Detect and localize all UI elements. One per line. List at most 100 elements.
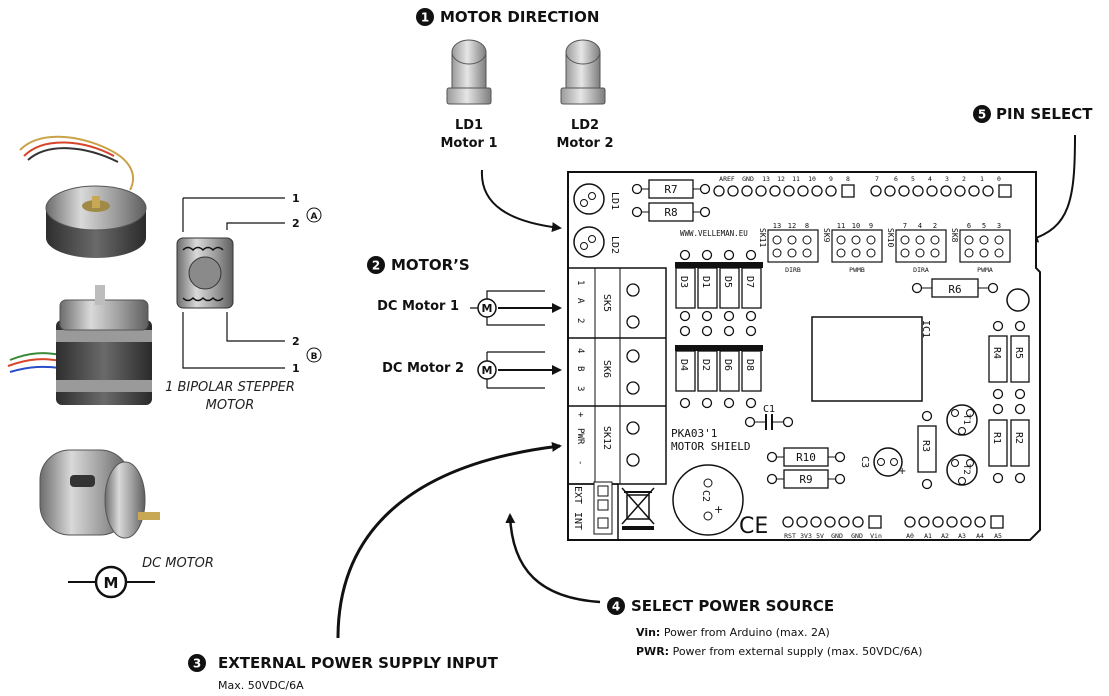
arrow-pin-select xyxy=(1028,134,1076,243)
stepper-wire-label: 2 xyxy=(292,217,300,230)
board-resistor-r9 xyxy=(766,469,846,489)
pcb-jumper-pin-label: 9 xyxy=(869,222,873,230)
pcb-header-pin-label: 11 xyxy=(792,175,800,183)
dc-motor-1-label: DC Motor 1 xyxy=(377,299,459,314)
board-capacitor-c3: + xyxy=(873,447,906,477)
pcb-header-pin-label: 5 xyxy=(911,175,915,183)
board-diodes-bottom xyxy=(675,345,763,409)
dc-motor-2-symbol: M xyxy=(477,351,562,389)
svg-text:5: 5 xyxy=(978,108,986,122)
board-resistor-r8 xyxy=(631,202,711,222)
board-resistors-r4-r5 xyxy=(988,320,1030,415)
pcb-sk6-label: SK6 xyxy=(601,360,612,378)
svg-text:MOTOR DIRECTION: MOTOR DIRECTION xyxy=(440,8,599,26)
pcb-int-label: INT xyxy=(572,512,583,530)
pcb-jumper-pin-label: 3 xyxy=(997,222,1001,230)
terminal-sk6 xyxy=(626,349,640,395)
pcb-diode-label: D5 xyxy=(722,276,733,288)
pcb-jumper-pin-label: 8 xyxy=(805,222,809,230)
pcb-ext-label: EXT xyxy=(572,486,583,504)
pcb-sk8-label: SK8 xyxy=(950,228,959,243)
led-ld2-motor: Motor 2 xyxy=(557,136,614,151)
pcb-header-pin-label: 9 xyxy=(829,175,833,183)
pcb-diode-label: D2 xyxy=(700,359,711,371)
board-led-ld2 xyxy=(573,226,605,258)
pcb-model-line2: MOTOR SHIELD xyxy=(671,440,750,453)
jumper-group-dirb xyxy=(767,229,819,263)
pcb-ic1-label: IC1 xyxy=(920,320,931,338)
jumper-group-pwmb xyxy=(831,229,883,263)
arrow-select-power xyxy=(505,513,601,604)
pcb-dira-label: DIRA xyxy=(913,266,929,274)
svg-text:A: A xyxy=(311,212,318,222)
board-resistor-r7 xyxy=(631,179,711,199)
pcb-model-line1: PKA03'1 xyxy=(671,427,717,440)
stepper-wire-label: 1 xyxy=(292,192,300,205)
board-transistor-t2 xyxy=(946,454,978,486)
pcb-header-pin-label: 1 xyxy=(980,175,984,183)
pcb-diode-label: D8 xyxy=(744,359,755,371)
heading-motor-direction: 1 MOTOR DIRECTION xyxy=(416,8,599,26)
board-header-top-left xyxy=(713,184,855,198)
dc-motor-1-symbol: M xyxy=(470,290,562,326)
pcb-terminal-side-label: + xyxy=(575,412,585,418)
pcb-jumper-pin-label: 2 xyxy=(933,222,937,230)
pcb-diode-label: D4 xyxy=(678,359,689,371)
svg-text:EXTERNAL POWER SUPPLY INPUT: EXTERNAL POWER SUPPLY INPUT xyxy=(218,654,499,672)
board-resistor-r6 xyxy=(911,278,1030,312)
board-diodes-top xyxy=(675,249,763,337)
terminal-sk12 xyxy=(626,421,640,467)
stepper-wire-label: 1 xyxy=(292,362,300,375)
ext-power-sub: Max. 50VDC/6A xyxy=(218,679,304,692)
vin-note: Vin: Power from Arduino (max. 2A) xyxy=(636,626,830,639)
pcb-header-pin-label: 4 xyxy=(928,175,932,183)
svg-text:1: 1 xyxy=(421,11,429,25)
led-ld1-label: LD1 xyxy=(455,118,483,133)
pcb-header-pin-label: A2 xyxy=(941,532,949,540)
board-header-bottom-left xyxy=(782,515,882,529)
pcb-sk11-label: SK11 xyxy=(758,228,767,247)
pcb-pwmb-label: PWMB xyxy=(849,266,865,274)
pcb-r1-label: R1 xyxy=(991,432,1002,444)
stepper-schematic xyxy=(176,197,285,369)
pcb-r8-label: R8 xyxy=(664,206,677,219)
board-resistor-r3 xyxy=(917,410,937,490)
heading-select-power: 4 SELECT POWER SOURCE xyxy=(607,597,834,615)
pcb-sk10-label: SK10 xyxy=(886,228,895,247)
arrow-led-to-board xyxy=(480,169,562,233)
pcb-header-pin-label: 7 xyxy=(875,175,879,183)
led-ld2-label: LD2 xyxy=(571,118,599,133)
pcb-terminal-side-label: B xyxy=(575,366,585,371)
pcb-header-pin-label: 8 xyxy=(846,175,850,183)
pcb-r5-label: R5 xyxy=(1013,347,1024,359)
pcb-ld2-label: LD2 xyxy=(609,236,620,254)
pcb-terminal-side-label: - xyxy=(575,460,585,465)
pcb-r6-label: R6 xyxy=(948,283,961,296)
pcb-header-pin-label: 10 xyxy=(808,175,816,183)
heading-ext-power: 3 EXTERNAL POWER SUPPLY INPUT xyxy=(188,654,499,672)
pcb-header-pin-label: Vin xyxy=(870,532,882,540)
svg-text:M: M xyxy=(482,364,493,377)
pcb-dirb-label: DIRB xyxy=(785,266,801,274)
pcb-sk12-label: SK12 xyxy=(601,426,612,450)
pcb-terminal-side-label: 3 xyxy=(575,386,585,391)
pcb-header-pin-label: GND xyxy=(831,532,843,540)
stepper-caption: MOTOR xyxy=(206,398,255,413)
heading-pin-select: 5 PIN SELECT xyxy=(973,105,1093,123)
pcb-url: WWW.VELLEMAN.EU xyxy=(680,229,748,238)
pcb-t2-label: T2 xyxy=(961,464,971,475)
motor-symbol-large: M xyxy=(68,565,155,599)
svg-text:2: 2 xyxy=(372,259,380,273)
svg-text:3: 3 xyxy=(193,657,201,671)
weee-bin-icon xyxy=(621,487,655,530)
pcb-header-pin-label: GND xyxy=(742,175,754,183)
board-ic1 xyxy=(811,316,923,402)
pcb-header-pin-label: 2 xyxy=(962,175,966,183)
board-header-top-right xyxy=(870,184,1012,198)
led-ld2-illustration xyxy=(560,39,606,105)
coil-a-badge: A xyxy=(306,207,322,223)
pcb-header-pin-label: 0 xyxy=(997,175,1001,183)
board-capacitor-c2: + xyxy=(672,464,744,536)
pcb-jumper-pin-label: 12 xyxy=(788,222,796,230)
pcb-r2-label: R2 xyxy=(1013,432,1024,444)
